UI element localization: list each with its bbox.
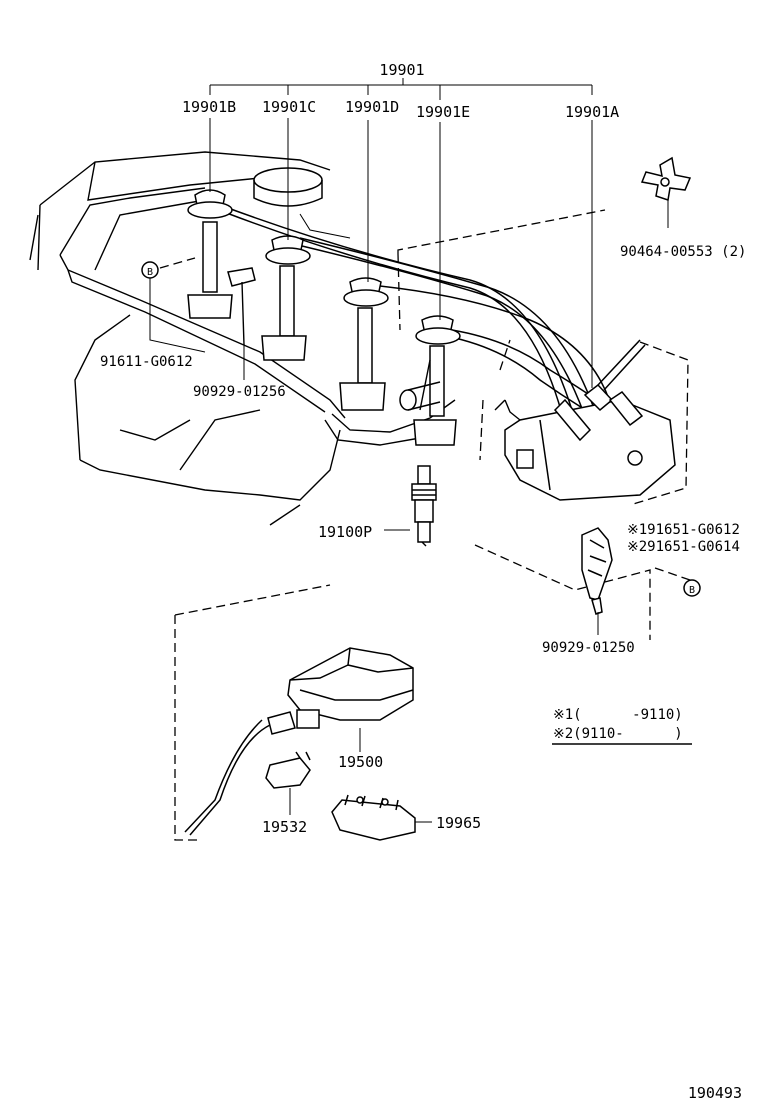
cord-set-bracket [209, 78, 593, 100]
label-cord-set: 19901 [379, 61, 424, 79]
note-2: ※2(9110- ) [553, 726, 683, 742]
marker-b-b: B [683, 579, 701, 597]
ignitor-bracket [581, 527, 691, 615]
label-bolt-b1: ※191651-G0612 [627, 522, 740, 538]
cord-separator [640, 156, 692, 201]
vacuum-fitting [399, 359, 441, 411]
marker-b-a: B [141, 261, 159, 279]
label-cord-e: 19901E [416, 103, 470, 121]
leader-lines [149, 118, 669, 635]
label-clamp-a: 90929-01256 [193, 384, 286, 400]
coil-connector [265, 751, 311, 815]
label-bracket: 19965 [436, 814, 481, 832]
svg-text:B: B [147, 267, 153, 278]
label-spark-plug: 19100P [318, 523, 372, 541]
label-bolt-a: 91611-G0612 [100, 354, 193, 370]
spark-plug [411, 465, 437, 547]
label-bolt-b2: ※291651-G0614 [627, 539, 740, 555]
wire-clamp-a [227, 267, 256, 346]
coil-bracket [331, 794, 432, 841]
applicability-notes: ※1( -9110) ※2(9110- ) [552, 707, 692, 745]
note-1: ※1( -9110) [553, 707, 683, 723]
bolt-a-dashline [159, 257, 196, 269]
plug-boot-e [413, 315, 461, 446]
plug-boot-c [261, 235, 311, 361]
label-coil: 19500 [338, 753, 383, 771]
distributor [494, 339, 676, 501]
label-clamp-b: 90929-01250 [542, 640, 635, 656]
label-separator: 90464-00553 (2) [620, 244, 746, 260]
label-cord-b: 19901B [182, 98, 236, 116]
coil-boundary [174, 584, 331, 841]
ignition-coil [184, 647, 414, 836]
plug-boot-d [339, 277, 389, 411]
svg-text:B: B [689, 585, 695, 596]
label-connector: 19532 [262, 818, 307, 836]
label-cord-d: 19901D [345, 98, 399, 116]
engine-head-outline [29, 151, 456, 526]
label-cord-c: 19901C [262, 98, 316, 116]
label-cord-a: 19901A [565, 103, 619, 121]
distributor-boundary [397, 209, 689, 640]
plug-boot-b [187, 189, 233, 319]
figure-number: 190493 [688, 1084, 742, 1102]
